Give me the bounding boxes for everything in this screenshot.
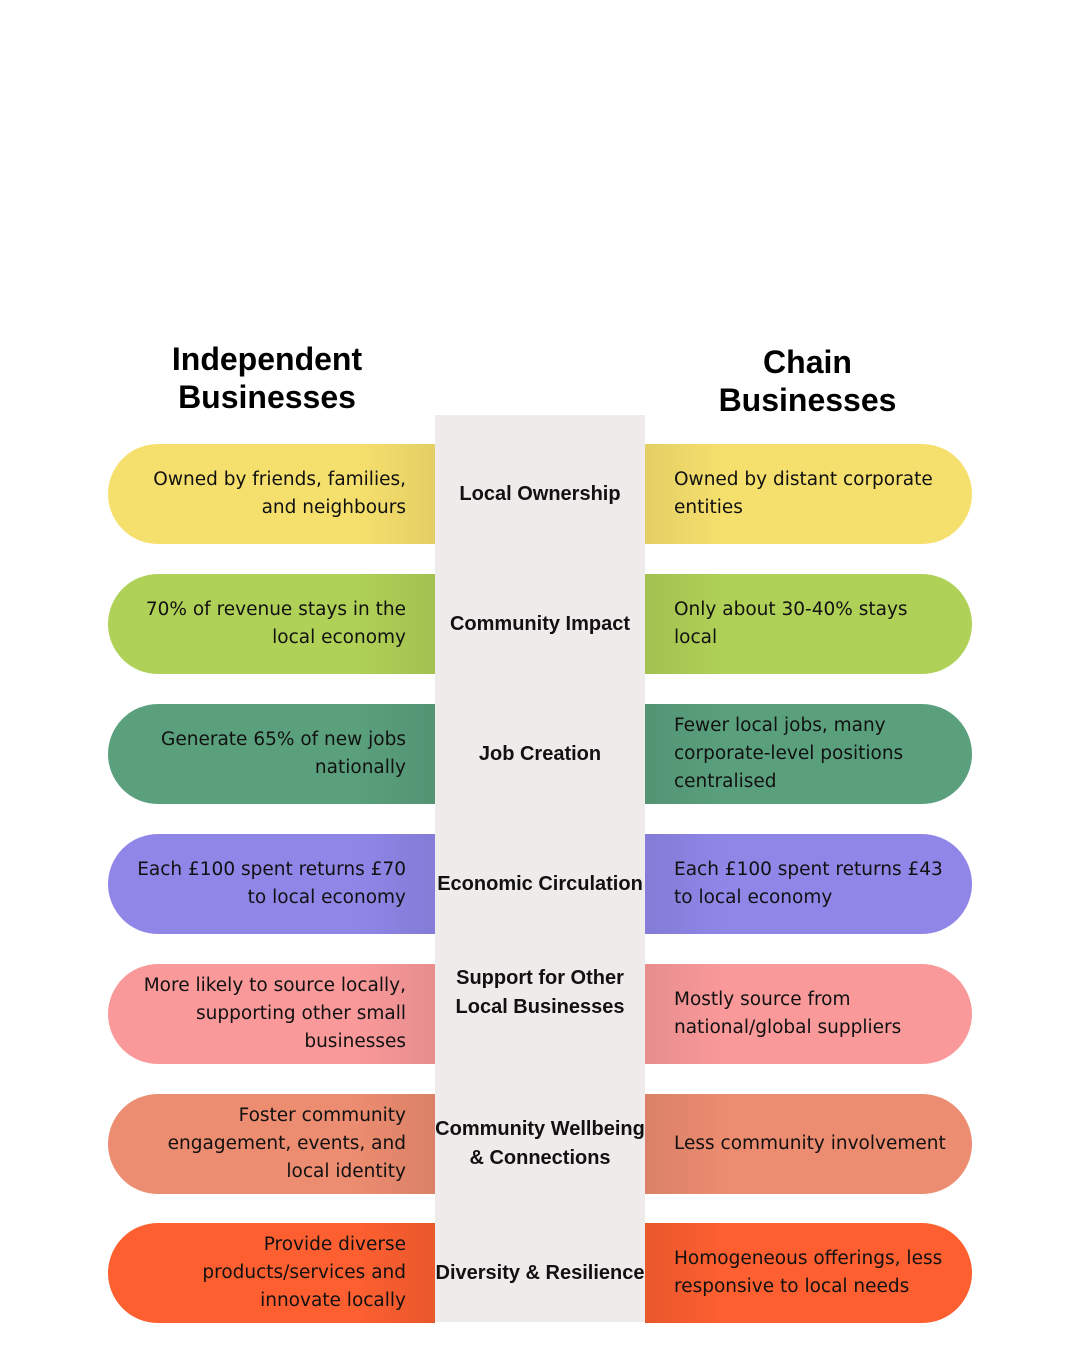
- comparison-row-local-ownership: Owned by friends, families, and neighbou…: [108, 444, 972, 544]
- independent-cell: More likely to source locally, supportin…: [108, 964, 435, 1064]
- comparison-row-job-creation: Generate 65% of new jobs nationally Job …: [108, 704, 972, 804]
- chain-text: Owned by distant corporate entities: [674, 469, 933, 518]
- independent-cell: Owned by friends, families, and neighbou…: [108, 444, 435, 544]
- chain-text: Less community involvement: [674, 1133, 946, 1154]
- category-column: [435, 415, 645, 1322]
- independent-businesses-heading: Independent Businesses: [171, 341, 363, 415]
- independent-cell: Generate 65% of new jobs nationally: [108, 704, 435, 804]
- chain-text: Only about 30-40% stays local: [674, 599, 908, 648]
- category-label: Community Wellbeing & Connections: [435, 1118, 645, 1169]
- category-label: Community Impact: [449, 612, 631, 635]
- independent-text: Foster community engagement, events, and…: [167, 1105, 406, 1182]
- comparison-row-community-impact: 70% of revenue stays in the local econom…: [108, 574, 972, 674]
- category-label: Diversity & Resilience: [435, 1261, 645, 1284]
- chain-cell: Owned by distant corporate entities: [645, 444, 972, 544]
- chain-cell: Less community involvement: [645, 1094, 972, 1194]
- category-label: Local Ownership: [459, 482, 621, 505]
- comparison-row-diversity-resilience: Provide diverse products/services and in…: [108, 1223, 972, 1323]
- independent-cell: 70% of revenue stays in the local econom…: [108, 574, 435, 674]
- independent-text: Provide diverse products/services and in…: [202, 1234, 406, 1311]
- independent-cell: Provide diverse products/services and in…: [108, 1223, 435, 1323]
- chain-cell: Each £100 spent returns £43 to local eco…: [645, 834, 972, 934]
- chain-cell: Only about 30-40% stays local: [645, 574, 972, 674]
- chain-cell: Homogeneous offerings, less responsive t…: [645, 1223, 972, 1323]
- independent-text: Owned by friends, families, and neighbou…: [153, 469, 406, 518]
- comparison-row-community-wellbeing: Foster community engagement, events, and…: [108, 1094, 972, 1194]
- independent-text: Generate 65% of new jobs nationally: [161, 729, 406, 778]
- chain-businesses-heading: Chain Businesses: [718, 344, 897, 418]
- chain-text: Mostly source from national/global suppl…: [674, 989, 902, 1038]
- category-label: Economic Circulation: [437, 872, 643, 895]
- independent-cell: Foster community engagement, events, and…: [108, 1094, 435, 1194]
- comparison-row-economic-circulation: Each £100 spent returns £70 to local eco…: [108, 834, 972, 934]
- independent-text: More likely to source locally, supportin…: [143, 975, 406, 1052]
- independent-cell: Each £100 spent returns £70 to local eco…: [108, 834, 435, 934]
- chain-cell: Mostly source from national/global suppl…: [645, 964, 972, 1064]
- chain-text: Fewer local jobs, many corporate-level p…: [674, 715, 904, 792]
- chain-text: Each £100 spent returns £43 to local eco…: [674, 859, 943, 908]
- chain-text: Homogeneous offerings, less responsive t…: [674, 1248, 943, 1297]
- comparison-row-support-local-businesses: More likely to source locally, supportin…: [108, 964, 972, 1064]
- independent-text: Each £100 spent returns £70 to local eco…: [137, 859, 406, 908]
- category-label: Job Creation: [478, 742, 602, 765]
- category-label: Support for Other Local Businesses: [455, 967, 625, 1018]
- chain-cell: Fewer local jobs, many corporate-level p…: [645, 704, 972, 804]
- independent-text: 70% of revenue stays in the local econom…: [145, 599, 406, 648]
